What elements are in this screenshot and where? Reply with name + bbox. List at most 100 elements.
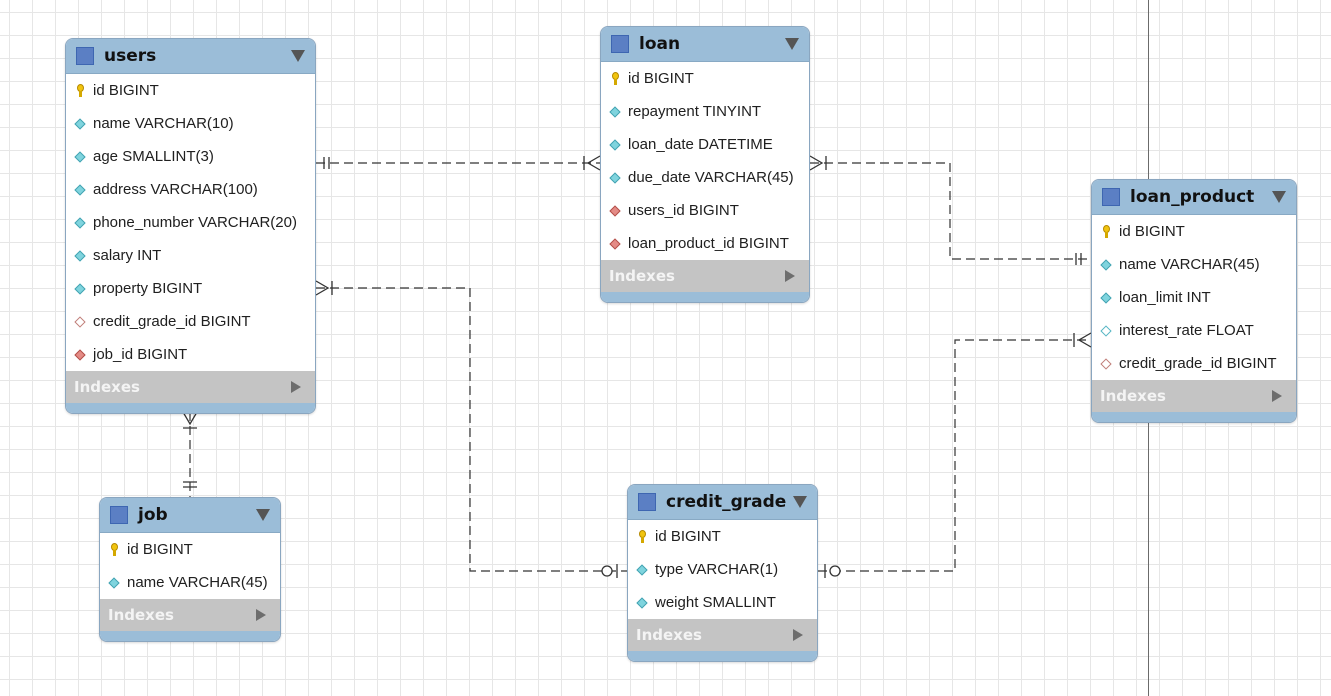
collapse-triangle-icon[interactable] <box>291 50 305 62</box>
entity-header[interactable]: credit_grade <box>628 485 817 520</box>
column-diamond-icon <box>607 105 623 118</box>
foreign-key-icon <box>72 348 88 361</box>
column-label: type VARCHAR(1) <box>655 561 779 578</box>
expand-arrow-icon[interactable] <box>793 629 803 641</box>
nullable-foreign-key-icon <box>72 315 88 328</box>
column-row[interactable]: loan_limit INT <box>1092 281 1296 314</box>
notation-many-loan-users <box>583 155 601 171</box>
column-diamond-icon <box>607 171 623 184</box>
column-diamond-icon <box>72 216 88 229</box>
column-row[interactable]: age SMALLINT(3) <box>66 140 315 173</box>
column-diamond-icon <box>72 183 88 196</box>
notation-one-job <box>183 481 197 488</box>
column-diamond-icon <box>634 563 650 576</box>
indexes-label: Indexes <box>636 626 702 644</box>
entity-title: loan_product <box>1130 187 1255 207</box>
nullable-column-icon <box>1098 324 1114 337</box>
expand-arrow-icon[interactable] <box>1272 390 1282 402</box>
entity-loan[interactable]: loan id BIGINT repayment TINYINT loan_da… <box>600 26 810 303</box>
column-row[interactable]: loan_date DATETIME <box>601 128 809 161</box>
column-row[interactable]: repayment TINYINT <box>601 95 809 128</box>
entity-credit-grade[interactable]: credit_grade id BIGINT type VARCHAR(1) w… <box>627 484 818 662</box>
column-row[interactable]: weight SMALLINT <box>628 586 817 619</box>
column-row[interactable]: id BIGINT <box>66 74 315 107</box>
notation-many-loan-product <box>809 155 827 171</box>
column-row[interactable]: id BIGINT <box>1092 215 1296 248</box>
entity-title: credit_grade <box>666 492 787 512</box>
foreign-key-icon <box>607 204 623 217</box>
column-diamond-icon <box>72 282 88 295</box>
column-label: name VARCHAR(45) <box>127 574 268 591</box>
column-label: id BIGINT <box>655 528 721 545</box>
column-label: repayment TINYINT <box>628 103 762 120</box>
column-label: loan_product_id BIGINT <box>628 235 789 252</box>
column-row[interactable]: type VARCHAR(1) <box>628 553 817 586</box>
column-row[interactable]: phone_number VARCHAR(20) <box>66 206 315 239</box>
collapse-triangle-icon[interactable] <box>1272 191 1286 203</box>
column-label: due_date VARCHAR(45) <box>628 169 794 186</box>
table-icon <box>110 506 128 524</box>
column-row[interactable]: loan_product_id BIGINT <box>601 227 809 260</box>
entity-title: job <box>138 505 168 525</box>
entity-users[interactable]: users id BIGINT name VARCHAR(10) age SMA… <box>65 38 316 414</box>
expand-arrow-icon[interactable] <box>291 381 301 393</box>
indexes-bar[interactable]: Indexes <box>1092 380 1296 412</box>
table-icon <box>1102 188 1120 206</box>
column-label: loan_date DATETIME <box>628 136 773 153</box>
column-row[interactable]: id BIGINT <box>628 520 817 553</box>
column-row[interactable]: name VARCHAR(45) <box>1092 248 1296 281</box>
collapse-triangle-icon[interactable] <box>793 496 807 508</box>
foreign-key-icon <box>607 237 623 250</box>
entity-footer <box>66 403 315 413</box>
column-diamond-icon <box>634 596 650 609</box>
column-label: property BIGINT <box>93 280 203 297</box>
column-row[interactable]: due_date VARCHAR(45) <box>601 161 809 194</box>
indexes-bar[interactable]: Indexes <box>601 260 809 292</box>
notation-one-loanproduct <box>1075 253 1082 265</box>
column-row[interactable]: job_id BIGINT <box>66 338 315 371</box>
column-row[interactable]: id BIGINT <box>100 533 280 566</box>
expand-arrow-icon[interactable] <box>785 270 795 282</box>
entity-header[interactable]: loan_product <box>1092 180 1296 215</box>
entity-header[interactable]: users <box>66 39 315 74</box>
column-label: salary INT <box>93 247 162 264</box>
column-label: users_id BIGINT <box>628 202 739 219</box>
column-row[interactable]: interest_rate FLOAT <box>1092 314 1296 347</box>
notation-optional-credit-right <box>829 565 841 577</box>
indexes-bar[interactable]: Indexes <box>100 599 280 631</box>
entity-job[interactable]: job id BIGINT name VARCHAR(45) Indexes <box>99 497 281 642</box>
column-diamond-icon <box>72 249 88 262</box>
collapse-triangle-icon[interactable] <box>785 38 799 50</box>
column-label: credit_grade_id BIGINT <box>1119 355 1277 372</box>
column-label: id BIGINT <box>1119 223 1185 240</box>
notation-many-loanproduct-credit <box>1073 332 1092 348</box>
entity-footer <box>601 292 809 302</box>
entity-header[interactable]: loan <box>601 27 809 62</box>
column-row[interactable]: credit_grade_id BIGINT <box>66 305 315 338</box>
column-label: id BIGINT <box>93 82 159 99</box>
entity-title: loan <box>639 34 681 54</box>
column-label: name VARCHAR(10) <box>93 115 234 132</box>
indexes-bar[interactable]: Indexes <box>628 619 817 651</box>
column-row[interactable]: id BIGINT <box>601 62 809 95</box>
column-label: address VARCHAR(100) <box>93 181 258 198</box>
column-row[interactable]: salary INT <box>66 239 315 272</box>
column-diamond-icon <box>106 576 122 589</box>
collapse-triangle-icon[interactable] <box>256 509 270 521</box>
entity-loan-product[interactable]: loan_product id BIGINT name VARCHAR(45) … <box>1091 179 1297 423</box>
indexes-label: Indexes <box>1100 387 1166 405</box>
column-row[interactable]: property BIGINT <box>66 272 315 305</box>
column-diamond-icon <box>1098 291 1114 304</box>
column-row[interactable]: address VARCHAR(100) <box>66 173 315 206</box>
indexes-bar[interactable]: Indexes <box>66 371 315 403</box>
column-row[interactable]: users_id BIGINT <box>601 194 809 227</box>
column-row[interactable]: credit_grade_id BIGINT <box>1092 347 1296 380</box>
column-label: credit_grade_id BIGINT <box>93 313 251 330</box>
expand-arrow-icon[interactable] <box>256 609 266 621</box>
column-row[interactable]: name VARCHAR(45) <box>100 566 280 599</box>
primary-key-icon <box>72 84 88 97</box>
column-row[interactable]: name VARCHAR(10) <box>66 107 315 140</box>
entity-header[interactable]: job <box>100 498 280 533</box>
rel-loan-loanproduct-line <box>810 162 1091 260</box>
